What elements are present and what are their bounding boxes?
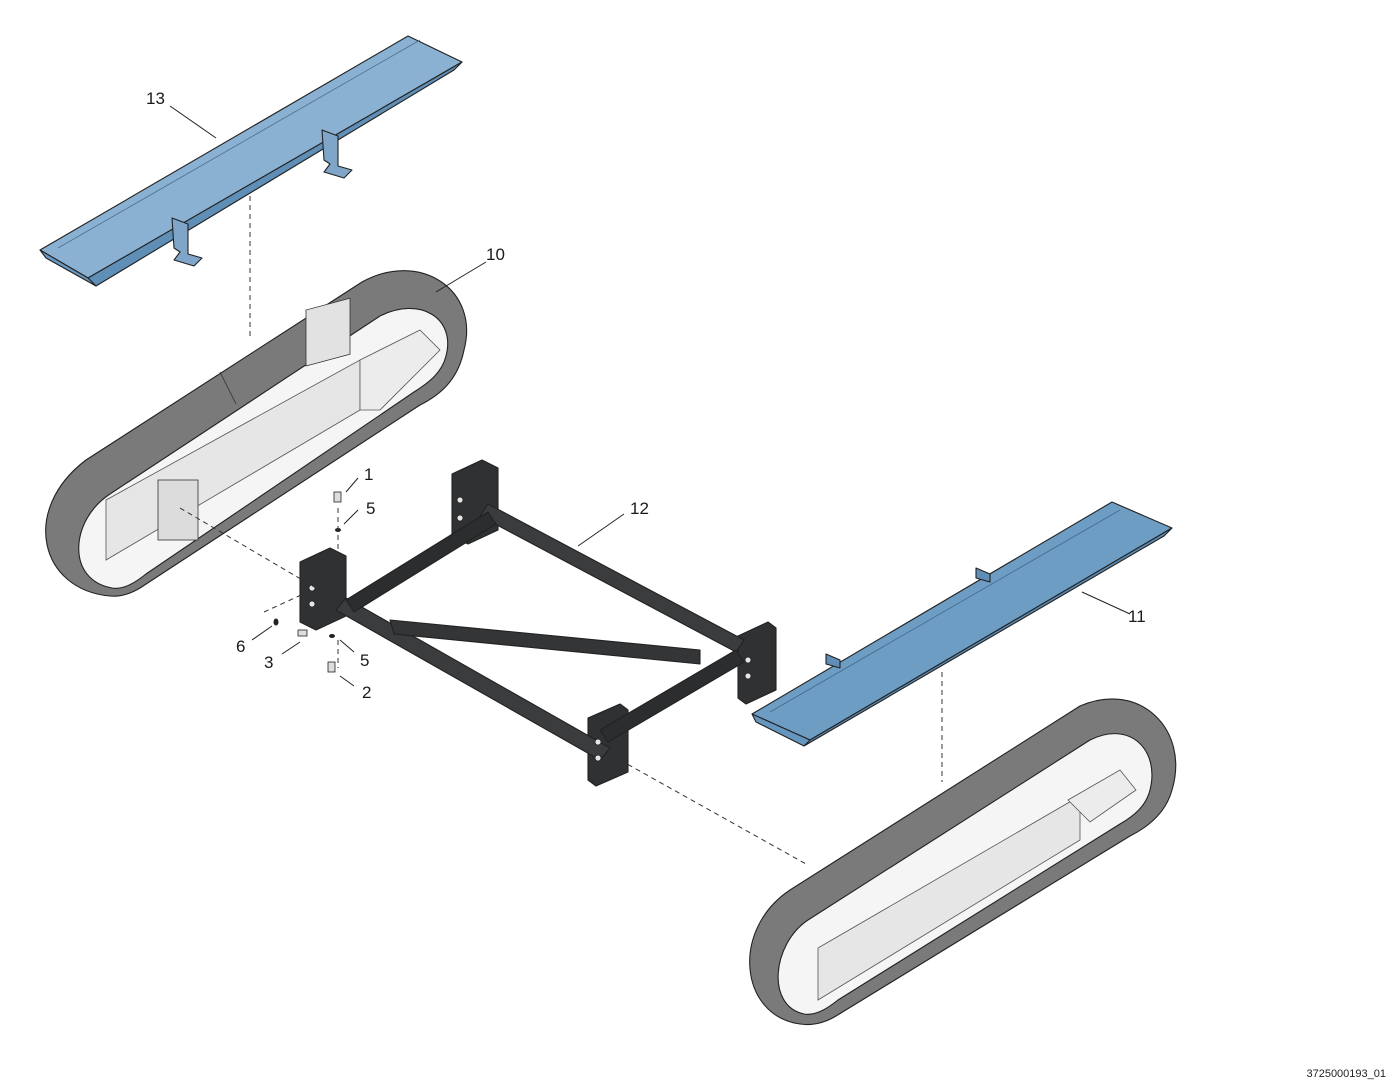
- bolt-3: [297, 629, 308, 637]
- track-left-10: [45, 270, 468, 597]
- leader-lines: [169, 105, 1131, 687]
- frame-12: [299, 459, 777, 787]
- callout-labels: 13 10 1 5 12 11 6 3 5 2: [146, 89, 1146, 702]
- hardware-parts: [273, 491, 342, 673]
- callout-13: 13: [146, 89, 165, 108]
- callout-12: 12: [630, 499, 649, 518]
- washer-6: [273, 618, 279, 626]
- document-id: 3725000193_01: [1306, 1068, 1386, 1080]
- callout-5-lower: 5: [360, 651, 369, 670]
- callout-2: 2: [362, 683, 371, 702]
- alignment-lines: [179, 196, 943, 865]
- callout-11: 11: [1128, 607, 1146, 626]
- callout-5-upper: 5: [366, 499, 375, 518]
- track-right: [749, 698, 1177, 1026]
- callout-1: 1: [364, 465, 373, 484]
- right-plate-11: [751, 501, 1173, 747]
- bolt-2: [327, 661, 336, 673]
- callout-10: 10: [486, 245, 505, 264]
- callout-3: 3: [264, 653, 273, 672]
- bolt-1: [333, 491, 342, 503]
- top-plate-13: [39, 35, 463, 287]
- callout-6: 6: [236, 637, 245, 656]
- washer-5-lower: [329, 634, 335, 638]
